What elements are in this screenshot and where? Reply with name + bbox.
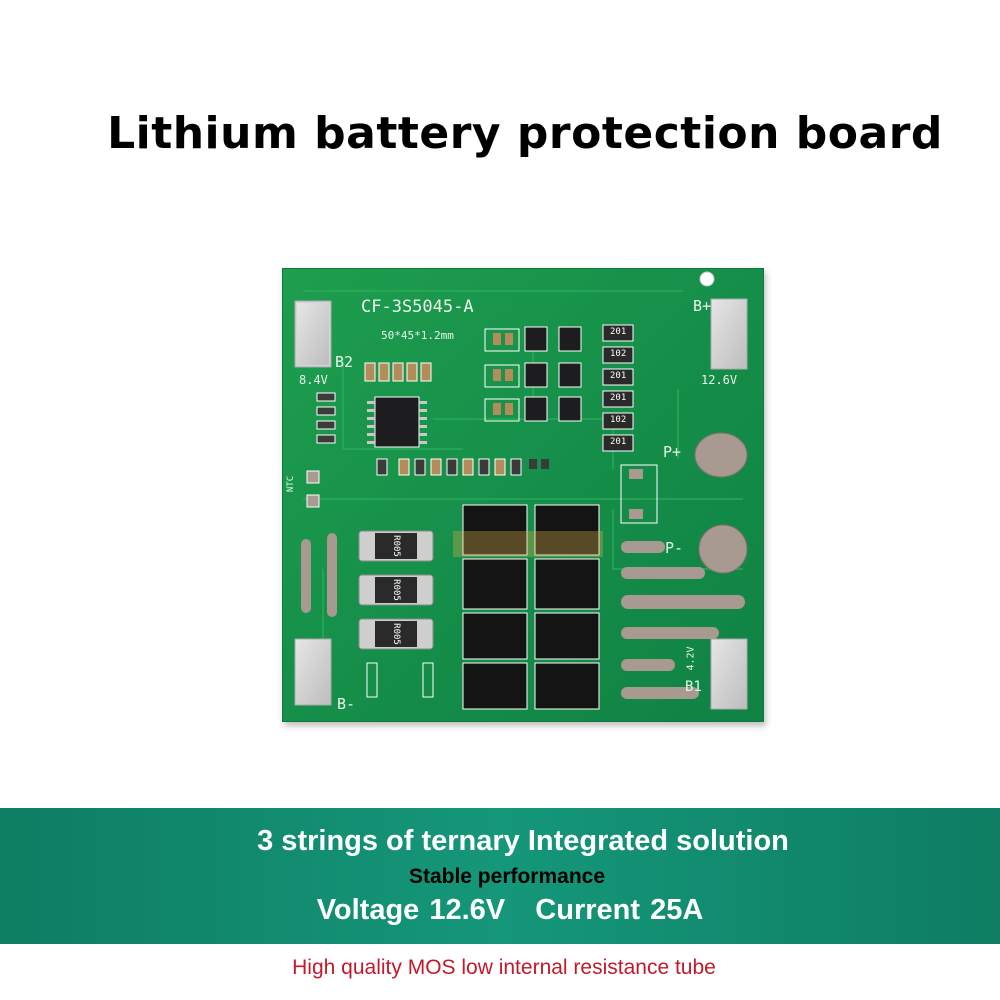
voltage-12-6-label: 12.6V [701,373,738,387]
feature-banner: 3 strings of ternary Integrated solution… [0,808,1000,944]
pad-b-plus [710,298,748,370]
shunt-resistors [358,530,434,698]
smd-code-2: 102 [610,349,627,359]
pad-p-minus [698,524,748,574]
ntc-pad-2 [306,494,320,508]
ntc-label: NTC [286,475,297,493]
shunt-code-1: R005 [390,535,401,557]
board-model-label: CF-3S5045-A [361,297,474,317]
shunt-code-3: R005 [390,623,401,645]
shunt-code-2: R005 [390,579,401,601]
pad-p-plus [694,432,748,478]
voltage-4-2-label: 4.2V [685,646,697,671]
b1-label: B1 [685,679,702,695]
transistor-groups [484,326,582,422]
pcb-artwork [294,271,748,710]
solder-strips-left [301,533,337,617]
smd-code-5: 102 [610,415,627,425]
banner-line-performance: Stable performance [408,865,606,888]
diode-box [620,464,658,524]
p-plus-label: P+ [663,443,682,461]
pad-b1 [710,638,748,710]
capacitor-row [364,362,432,382]
ntc-pad-1 [306,470,320,484]
mount-hole [699,271,715,287]
solder-strips-right [621,541,745,699]
protection-board-photo: CF-3S5045-A 50*45*1.2mm B+ B2 8.4V 12.6V… [282,268,764,722]
banner-line-solution: 3 strings of ternary Integrated solution [257,825,789,857]
p-minus-label: P- [665,539,684,557]
board-size-label: 50*45*1.2mm [381,329,454,342]
smd-row [376,458,549,476]
ic-pins [367,401,427,444]
footer-tagline: High quality MOS low internal resistance… [292,956,716,979]
voltage-8-4-label: 8.4V [299,373,328,387]
mosfet-array [453,504,603,710]
b-plus-label: B+ [693,297,712,315]
b2-label: B2 [335,353,354,371]
banner-line-specs: Voltage 12.6V Current 25A [316,894,704,926]
smd-resistor-column [602,324,634,452]
control-ic [374,396,420,448]
b-minus-label: B- [337,695,356,713]
smd-code-4: 201 [610,393,627,403]
left-smd [316,392,336,444]
smd-code-3: 201 [610,371,627,381]
smd-code-1: 201 [610,327,627,337]
smd-code-6: 201 [610,437,627,447]
pad-b-minus [294,638,332,706]
page-title: Lithium battery protection board [107,108,943,159]
